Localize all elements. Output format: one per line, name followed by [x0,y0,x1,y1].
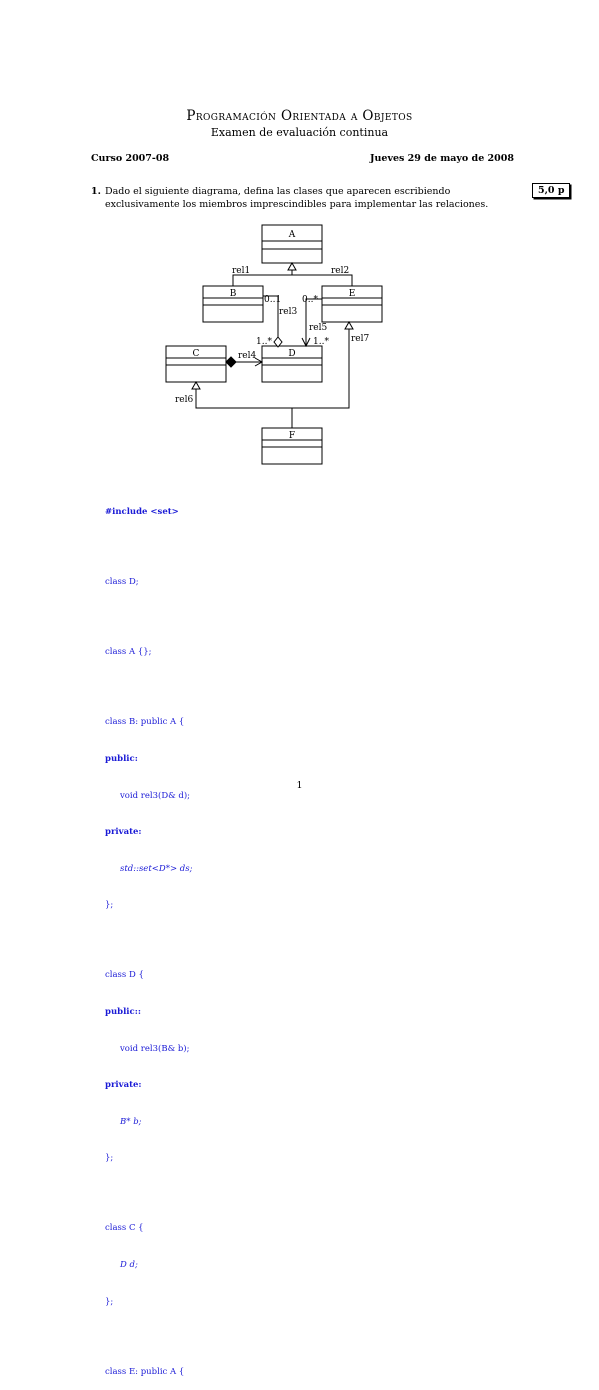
code-line: class D; [105,577,139,588]
code-line: class E: public A { [105,1366,185,1377]
rel6-inheritance-line [195,389,293,428]
aggregation-diamond-d [273,336,283,348]
inheritance-arrowhead-a [287,261,297,271]
class-a-name: A [288,230,296,240]
mult-d-b: 1..* [256,337,272,347]
class-b-name: B [230,289,237,299]
question-text: Dado el siguiente diagrama, defina las c… [105,186,489,210]
page-number: 1 [296,780,303,791]
rel5-association-line [305,298,322,346]
label-rel3: rel3 [279,307,298,317]
document-title: Programación Orientada a Objetos [186,108,413,124]
label-rel5: rel5 [309,323,328,333]
code-line: B* b; [120,1116,142,1127]
code-line: class C { [105,1223,144,1234]
question-number: 1. [91,186,101,197]
rel4-arrowhead [254,357,264,367]
code-line: class A {}; [105,647,152,658]
course-year: Curso 2007-08 [91,153,170,164]
rel1-inheritance-line [232,269,293,286]
code-line: void rel3(D& d); [120,790,191,801]
code-line: private: [105,1080,142,1091]
label-rel4: rel4 [238,351,257,361]
code-line: private: [105,827,142,838]
code-line: std::set<D*> ds; [120,863,193,874]
class-d-box [261,345,323,383]
label-rel6: rel6 [175,395,194,405]
rel3-aggregation-line [263,295,279,338]
label-rel7: rel7 [351,334,370,344]
code-line: }; [105,1296,114,1307]
class-c-name: C [193,349,200,359]
code-line: void rel3(B& b); [120,1043,190,1054]
code-line: D d; [120,1259,138,1270]
mult-d-e: 1..* [313,337,329,347]
code-line: public:: [105,1006,141,1017]
code-line: #include <set> [105,507,179,518]
uml-class-diagram: A B E C D F rel1 rel2 rel3 rel5 rel7 rel… [165,224,383,465]
inheritance-arrowhead-c [191,380,201,390]
code-line: class B: public A { [105,717,185,728]
rel7-inheritance-line [292,329,350,409]
code-line: }; [105,1153,114,1164]
code-line: public: [105,754,138,764]
mult-b-d: 0..1 [264,295,281,305]
rel2-inheritance-line [292,274,353,286]
composition-diamond-c [225,356,237,368]
document-subtitle: Examen de evaluación continua [210,126,389,139]
points-badge: 5,0 p [532,183,571,198]
class-d-name: D [288,349,295,359]
exam-date: Jueves 29 de mayo de 2008 [370,153,514,164]
code-line: class D { [105,970,144,981]
rel5-arrowhead [301,337,311,348]
label-rel2: rel2 [331,266,349,276]
inheritance-arrowhead-e [344,320,354,330]
class-e-name: E [349,289,356,299]
mult-e-d: 0..* [302,295,318,305]
code-line: }; [105,900,114,911]
code-listing: #include <set> class D; class A {}; clas… [105,482,192,1390]
label-rel1: rel1 [232,266,250,276]
class-f-name: F [289,431,295,441]
